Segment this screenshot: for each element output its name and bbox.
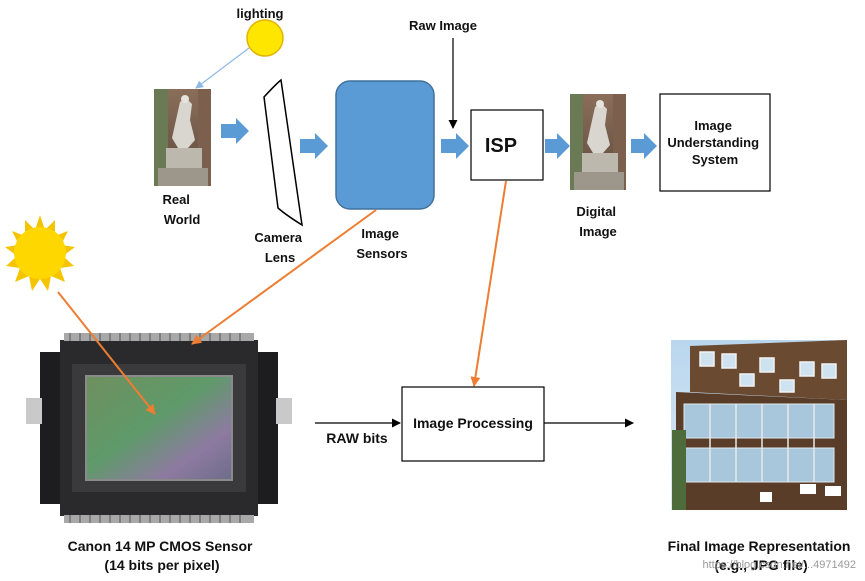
- flow-arrow-4: [545, 133, 570, 159]
- isp-to-processing-arrow: [470, 180, 507, 387]
- flow-arrow-3: [441, 133, 469, 159]
- cmos-sensor-caption: Canon 14 MP CMOS Sensor (14 bits per pix…: [68, 538, 257, 573]
- image-processing-box: [401, 386, 545, 462]
- image-processing-label: Image Processing: [413, 415, 533, 431]
- lighting-label: lighting: [237, 6, 284, 21]
- flow-arrow-2: [300, 133, 328, 159]
- final-image-caption: Final Image Representation (e.g., JPG fi…: [668, 538, 855, 573]
- camera-lens-label: Camera Lens: [254, 230, 305, 265]
- digital-image-label: Digital Image: [576, 204, 619, 239]
- sensor-to-cmos-arrow: [191, 209, 377, 345]
- raw-image-label: Raw Image: [409, 18, 477, 33]
- image-sensors-label: Image Sensors: [356, 226, 407, 261]
- image-understanding-label: Image Understanding System: [667, 118, 762, 167]
- isp-label: ISP: [485, 135, 517, 157]
- flow-arrow-1: [221, 118, 249, 144]
- sun-icon: [5, 215, 75, 291]
- watermark-text: https://blog.csdn.net/...4971492: [702, 559, 856, 571]
- flow-arrow-5: [631, 133, 657, 159]
- cmos-sensor-chip: [26, 333, 292, 523]
- light-ray-line: [195, 47, 250, 89]
- isp-box: [470, 109, 544, 181]
- image-understanding-box: [659, 93, 771, 192]
- digital-image-statue-photo: [570, 94, 626, 190]
- sunlight-to-cmos-arrow: [57, 291, 156, 415]
- real-world-statue-photo: [154, 89, 211, 186]
- final-building-photo: [671, 340, 847, 510]
- image-sensors-block: [335, 80, 435, 210]
- camera-lens-shape: [263, 78, 303, 227]
- real-world-label: Real World: [162, 192, 200, 227]
- lighting-sun-icon: [246, 19, 284, 57]
- raw-bits-label: RAW bits: [326, 430, 388, 446]
